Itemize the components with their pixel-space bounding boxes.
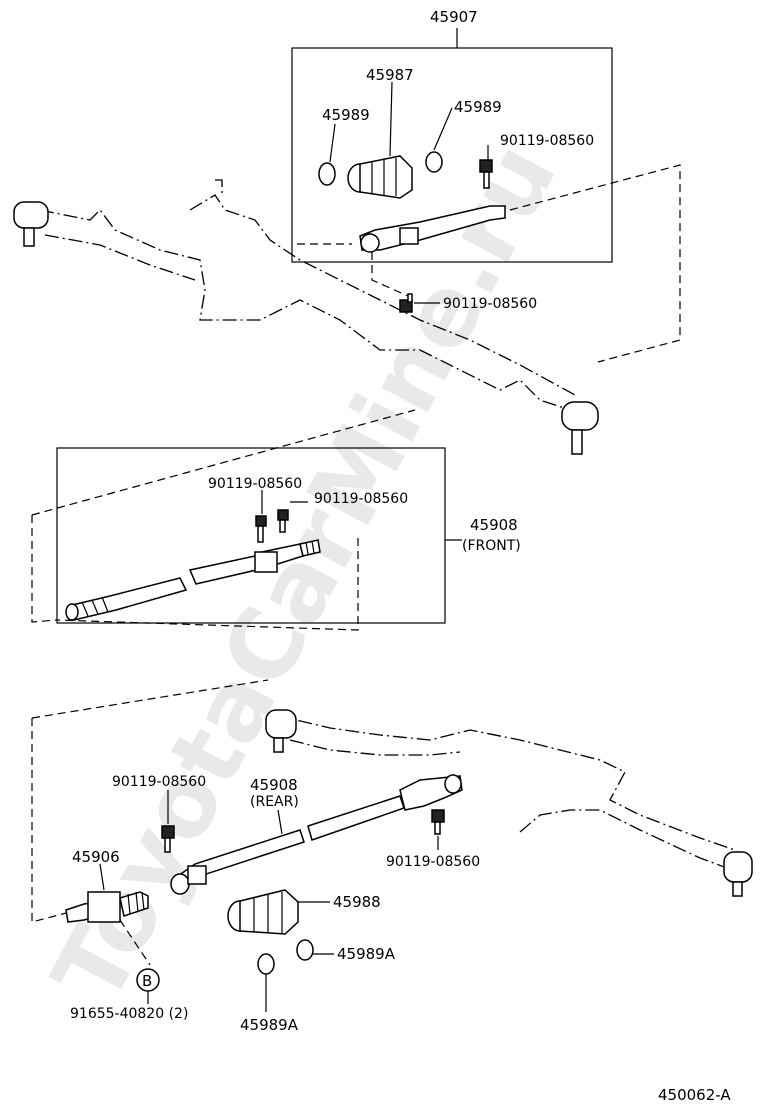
bolt-rear-left [161,825,175,853]
callout-b: B [142,972,152,990]
bolt-top-box [479,159,493,189]
label-boot-45988: 45988 [333,893,381,911]
label-shaft-rear: 45908 [250,776,298,794]
watermark: ToyotaCarMine.ru [31,125,578,1020]
clamp-45989-left [318,162,336,186]
steering-shaft-front [65,539,321,621]
label-shaft-front: 45908 [470,516,518,534]
shaft-front-box [56,447,446,624]
label-clamp-45989a-right: 45989A [337,945,396,963]
label-shaft-rear-note: (REAR) [250,794,299,810]
bolt-rear-right [431,809,445,835]
bolt-top-gear [399,293,413,313]
label-45907: 45907 [430,8,478,26]
label-shaft-front-note: (FRONT) [462,538,521,554]
boot-45988 [227,889,299,935]
bolt-front-2 [277,509,289,533]
label-bolt-top-gear: 90119-08560 [443,296,537,312]
label-45989-right: 45989 [454,98,502,116]
bolt-front-1 [255,515,267,543]
steering-shaft-rear [170,774,463,895]
joint-45906 [65,891,149,923]
label-bolt-b: 91655-40820 (2) [70,1006,188,1022]
tie-rod-end-left [13,201,49,229]
tie-rod-end-bottom-left [265,709,297,739]
label-joint-45906: 45906 [72,848,120,866]
label-bolt-top-box: 90119-08560 [500,133,594,149]
label-bolt-rear-left: 90119-08560 [112,774,206,790]
tie-rod-end-right [561,401,599,431]
steering-gear-top-outline [13,179,599,455]
label-bolt-front-1: 90119-08560 [208,476,302,492]
figure-code: 450062-A [658,1086,731,1104]
steering-gear-bottom-outline [265,709,753,897]
label-clamp-45989a-bottom: 45989A [240,1016,299,1034]
assy-45907-box [291,47,613,263]
clamp-45989a-bottom [257,953,275,975]
label-bolt-rear-right: 90119-08560 [386,854,480,870]
clamp-45989a-right [296,939,314,961]
intermediate-shaft-top [359,205,506,253]
boot-45987 [347,155,413,199]
tie-rod-end-bottom-right [723,851,753,883]
label-45989-left: 45989 [322,106,370,124]
label-bolt-front-2: 90119-08560 [314,491,408,507]
clamp-45989-right [425,151,443,173]
label-45987: 45987 [366,66,414,84]
